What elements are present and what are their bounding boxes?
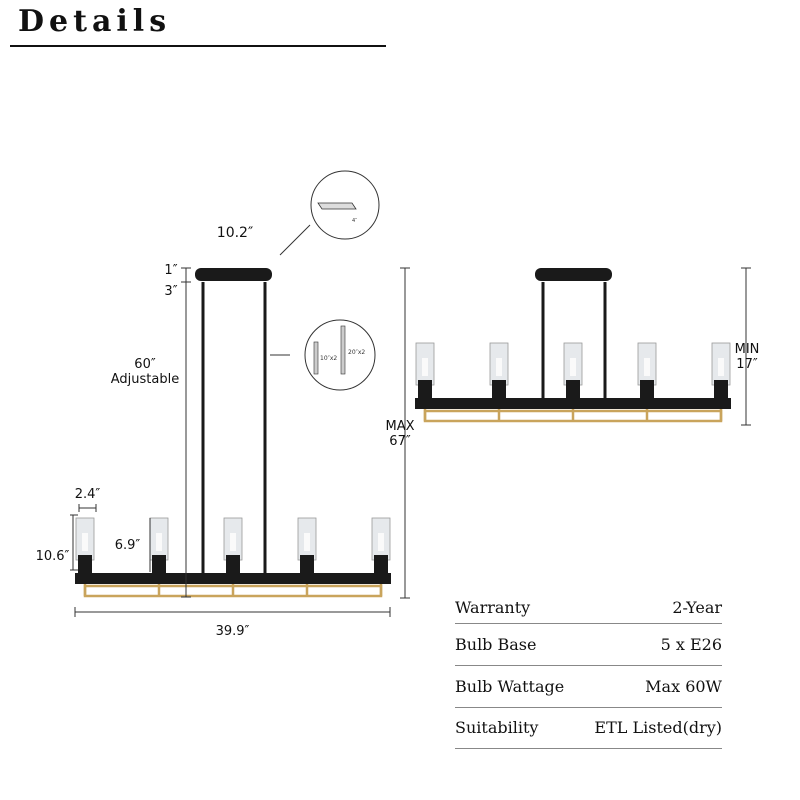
- spec-row-suitability: Suitability ETL Listed(dry): [455, 718, 722, 737]
- dim-fixture-length: 39.9″: [215, 624, 250, 639]
- socket-cup: [566, 380, 580, 398]
- socket-cup: [300, 555, 314, 573]
- bulb: [718, 358, 724, 376]
- canopy: [195, 268, 272, 281]
- divider: [455, 707, 722, 708]
- socket-cup: [78, 555, 92, 573]
- socket-cup: [492, 380, 506, 398]
- dim-max-height: 67″: [389, 434, 411, 449]
- bulb: [422, 358, 428, 376]
- socket-cup: [418, 380, 432, 398]
- fixture-min-drop: [415, 268, 731, 423]
- spec-row-bulb-wattage: Bulb Wattage Max 60W: [455, 677, 722, 696]
- bulb: [82, 533, 88, 551]
- spec-row-bulb-base: Bulb Base 5 x E26: [455, 635, 722, 654]
- spec-value: 2-Year: [672, 598, 722, 617]
- socket-cup: [374, 555, 388, 573]
- title-underline: [10, 45, 386, 47]
- dim-canopy-drop: 3″: [164, 284, 178, 299]
- socket-cup: [640, 380, 654, 398]
- spec-label: Bulb Base: [455, 635, 537, 654]
- divider: [455, 665, 722, 666]
- bulb: [378, 533, 384, 551]
- spec-value: Max 60W: [645, 677, 722, 696]
- dim-min-label: MIN: [734, 342, 760, 357]
- fixture-full-drop: [75, 268, 391, 598]
- dim-shade-height: 6.9″: [114, 538, 141, 553]
- dim-max-label: MAX: [385, 419, 415, 434]
- dimension-lines: [70, 224, 751, 617]
- spec-label: Bulb Wattage: [455, 677, 565, 696]
- rod-long-label: 20″x2: [348, 349, 365, 356]
- bulb: [644, 358, 650, 376]
- spec-value: ETL Listed(dry): [594, 718, 722, 737]
- dim-rod-note: Adjustable: [110, 372, 180, 387]
- dim-rod-length: 60″: [134, 357, 156, 372]
- dim-canopy-thickness: 1″: [164, 263, 178, 278]
- dim-fixture-height: 10.6″: [35, 549, 70, 564]
- canopy-depth-label: 4″: [352, 218, 357, 224]
- rod-short-label: 10″x2: [320, 355, 337, 362]
- spec-label: Warranty: [455, 598, 531, 617]
- canopy: [535, 268, 612, 281]
- spec-value: 5 x E26: [660, 635, 722, 654]
- spec-label: Suitability: [455, 718, 539, 737]
- bulb: [496, 358, 502, 376]
- divider: [455, 748, 722, 749]
- spec-row-warranty: Warranty 2-Year: [455, 598, 722, 617]
- page-title: Details: [18, 4, 172, 39]
- bulb: [304, 533, 310, 551]
- dim-shade-width: 2.4″: [74, 487, 101, 502]
- socket-cup: [152, 555, 166, 573]
- socket-cup: [226, 555, 240, 573]
- socket-cup: [714, 380, 728, 398]
- divider: [455, 623, 722, 624]
- frame-bar: [75, 573, 391, 584]
- bulb: [570, 358, 576, 376]
- rod-detail-inset: 10″x2 20″x2: [304, 319, 376, 391]
- dim-canopy-width: 10.2″: [216, 225, 254, 241]
- frame-bar: [415, 398, 731, 409]
- canopy-detail-inset: 4″: [310, 170, 380, 240]
- bulb: [230, 533, 236, 551]
- bulb: [156, 533, 162, 551]
- dim-min-height: 17″: [736, 357, 758, 372]
